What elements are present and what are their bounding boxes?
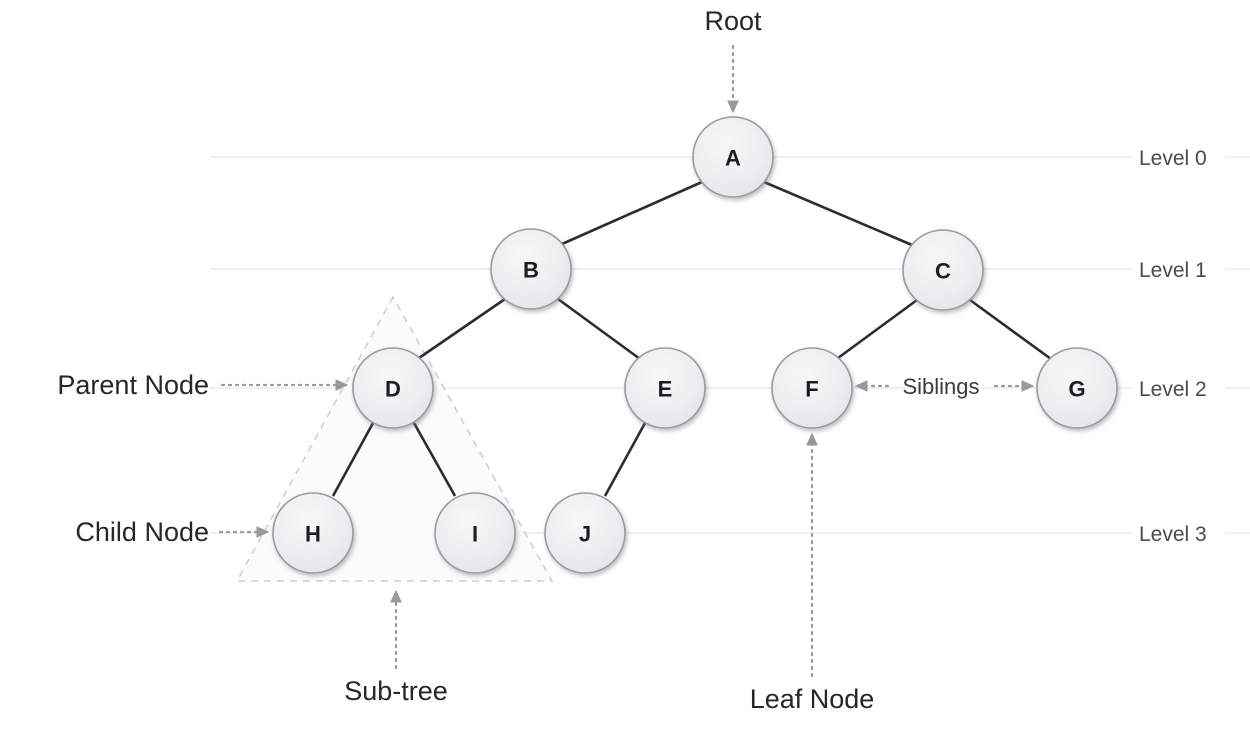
annotation-connectors [218, 44, 1035, 678]
node-j[interactable]: J [544, 492, 626, 574]
parent-node-label: Parent Node [57, 370, 209, 400]
node-c-circle[interactable] [902, 229, 984, 311]
node-j-label: J [579, 522, 591, 547]
level-1-label-bg [1133, 255, 1225, 283]
child-node-label: Child Node [75, 517, 209, 547]
node-i-circle[interactable] [434, 492, 516, 574]
subtree-label: Sub-tree [344, 676, 448, 706]
node-i[interactable]: I [434, 492, 516, 574]
edge-c-f [837, 298, 918, 360]
edge-b-d [418, 297, 506, 360]
node-g-circle[interactable] [1036, 347, 1118, 429]
edge-c-g [969, 298, 1052, 361]
node-g-label: G [1068, 377, 1085, 402]
edge-d-i [412, 422, 457, 497]
root-label: Root [704, 6, 762, 36]
level-0-label: Level 0 [1139, 147, 1207, 170]
level-labels: Level 0 Level 1 Level 2 Level 3 [1133, 143, 1225, 547]
node-e[interactable]: E [624, 347, 706, 429]
edge-b-e [557, 297, 641, 361]
node-f-label: F [805, 377, 818, 402]
level-3-label-bg [1133, 519, 1225, 547]
node-e-circle[interactable] [624, 347, 706, 429]
node-e-label: E [658, 377, 673, 402]
node-c[interactable]: C [902, 229, 984, 311]
annotation-labels: Root Parent Node Child Node Siblings Sub… [57, 6, 979, 714]
node-i-label: I [472, 522, 478, 547]
edge-d-h [331, 422, 375, 497]
level-2-label-bg [1133, 374, 1225, 402]
node-a[interactable]: A [692, 116, 774, 198]
node-f-circle[interactable] [771, 347, 853, 429]
node-b-circle[interactable] [490, 228, 572, 310]
siblings-label: Siblings [902, 374, 979, 399]
level-1-label: Level 1 [1139, 259, 1207, 282]
node-a-circle[interactable] [692, 116, 774, 198]
node-b-label: B [523, 258, 539, 283]
node-c-label: C [935, 259, 951, 284]
tree-edges [331, 180, 1052, 497]
node-b[interactable]: B [490, 228, 572, 310]
node-d[interactable]: D [352, 347, 434, 429]
leaf-node-label: Leaf Node [750, 684, 875, 714]
node-h-label: H [305, 522, 321, 547]
node-d-circle[interactable] [352, 347, 434, 429]
node-g[interactable]: G [1036, 347, 1118, 429]
node-h-circle[interactable] [272, 492, 354, 574]
node-a-label: A [725, 146, 741, 171]
edge-a-c [763, 180, 913, 247]
node-d-label: D [385, 377, 401, 402]
level-2-label: Level 2 [1139, 378, 1207, 401]
node-h[interactable]: H [272, 492, 354, 574]
edge-e-j [603, 422, 647, 497]
tree-nodes: A B C D E F G [272, 116, 1118, 574]
level-3-label: Level 3 [1139, 523, 1207, 546]
node-f[interactable]: F [771, 347, 853, 429]
level-0-label-bg [1133, 143, 1225, 171]
edge-a-b [561, 180, 703, 246]
node-j-circle[interactable] [544, 492, 626, 574]
